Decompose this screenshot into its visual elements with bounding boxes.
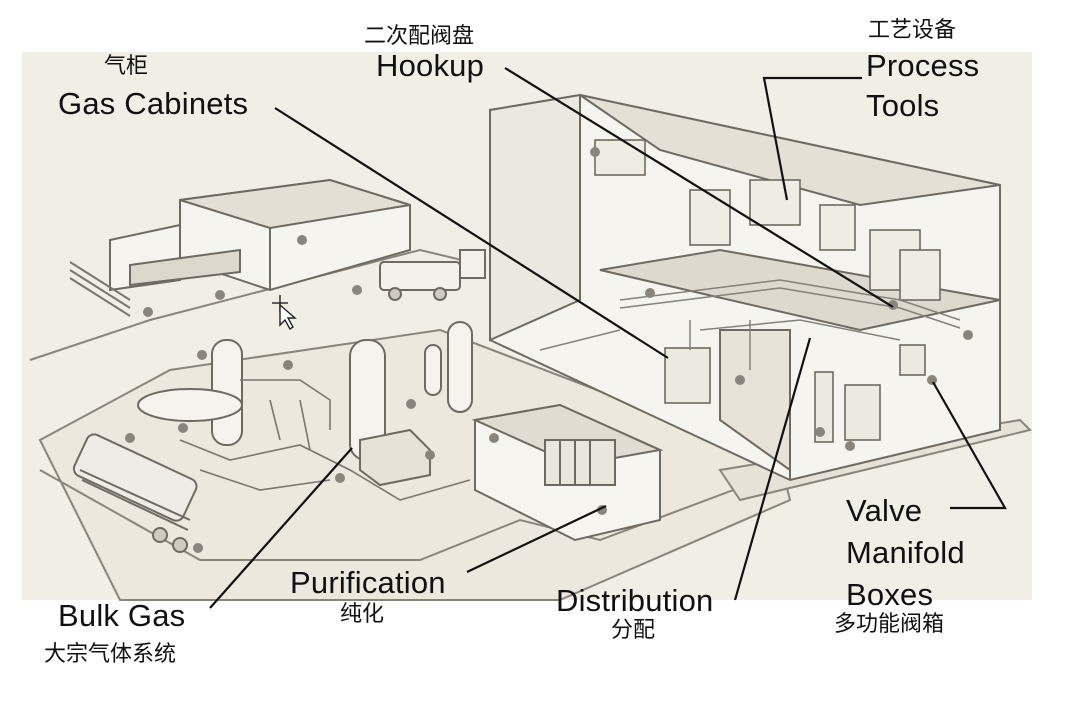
hookup-zh-label: 二次配阀盘 xyxy=(364,26,474,48)
bulk-gas-en-label: Bulk Gas xyxy=(58,600,185,631)
process-tools-en-label: Process Tools xyxy=(866,46,979,126)
gas-cabinets-zh-label: 气柜 xyxy=(104,56,148,78)
process-tools-line2: Tools xyxy=(866,86,979,126)
valve-manifold-line1: Valve xyxy=(846,490,965,532)
purification-en-label: Purification xyxy=(290,567,446,598)
distribution-zh-label: 分配 xyxy=(611,620,655,642)
process-tools-line1: Process xyxy=(866,46,979,86)
valve-manifold-line3: Boxes xyxy=(846,574,965,616)
gas-cabinets-en-label: Gas Cabinets xyxy=(58,88,248,119)
distribution-en-label: Distribution xyxy=(556,585,713,616)
valve-manifold-en-label: Valve Manifold Boxes xyxy=(846,490,965,616)
valve-manifold-zh-label: 多功能阀箱 xyxy=(834,614,944,636)
bulk-gas-zh-label: 大宗气体系统 xyxy=(44,644,176,666)
hookup-en-label: Hookup xyxy=(376,50,484,81)
valve-manifold-line2: Manifold xyxy=(846,532,965,574)
process-tools-zh-label: 工艺设备 xyxy=(868,20,956,42)
purification-zh-label: 纯化 xyxy=(340,604,384,626)
